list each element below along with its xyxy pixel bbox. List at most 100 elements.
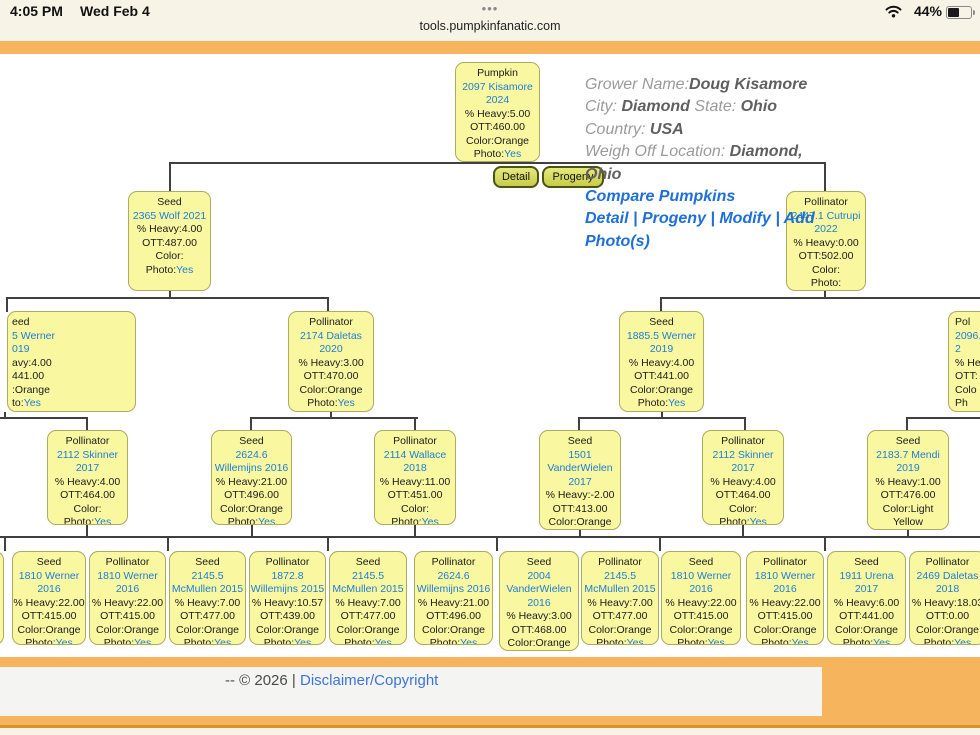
node-link[interactable]: 2016 [689,583,713,595]
node-link[interactable]: 2022 [814,223,838,235]
node-text: Color: [811,263,840,276]
node-link[interactable]: Yes [504,148,522,160]
node-link[interactable]: Yes [749,516,767,525]
detail-button[interactable]: Detail [493,166,539,188]
node-link[interactable]: 2174 Daletas [300,329,362,342]
node-link[interactable]: VanderWielen [506,583,572,595]
node-link[interactable]: 5 Werner [12,329,55,342]
node-link[interactable]: Yes [460,637,478,645]
node-link[interactable]: Willemijns 2016 [214,462,289,474]
node-link[interactable]: Yes [23,397,41,409]
node-link[interactable]: 2365 Wolf 2021 [132,209,207,222]
modify-link[interactable]: Modify [719,210,771,228]
node-link[interactable]: 1810 Werner [670,569,732,582]
node-link[interactable]: 2096. [955,329,980,342]
node-link[interactable]: Yes [707,637,725,645]
node-link[interactable]: 2019 [649,343,674,355]
node-link[interactable]: 1885.5 Werner [626,329,697,342]
node-line: OTT:415.00 [13,610,85,624]
node-link[interactable]: 2114 Wallace [383,448,447,461]
node-link[interactable]: 2112 Skinner [712,448,774,461]
node-link[interactable]: 2145.5 [191,569,224,582]
node-link[interactable]: 2112 Skinner [56,448,119,461]
node-link[interactable]: 2017 [75,462,100,474]
node-link[interactable]: McMullen 2015 [171,583,244,595]
node-link[interactable]: VanderWielen [547,462,613,474]
node-link[interactable]: Yes [337,397,355,409]
node-link[interactable]: 2016 [37,583,61,595]
node-link[interactable]: 1810 Werner [97,569,158,582]
node-link[interactable]: Yes [258,516,276,525]
node-link[interactable]: Yes [55,637,73,645]
node-link[interactable]: 2624.6 [235,448,268,461]
node-link[interactable]: Willemijns 2015 [250,583,325,595]
node-text: Photo: [103,637,135,645]
node-line: Color:Orange [13,624,85,638]
node-link[interactable]: 2016 [115,583,140,595]
disclaimer-copyright-link[interactable]: Disclaimer/Copyright [299,672,439,689]
node-link[interactable]: 2017 [731,462,755,474]
node-link[interactable]: 2145.5 [351,569,385,582]
node-link[interactable]: Yes [626,637,644,645]
node-link[interactable]: 1810 Werner [754,569,816,582]
node-text: OTT:468.00 [511,623,567,636]
node-link[interactable]: 1911 Urena [839,569,894,582]
node-link[interactable]: McMullen 2015 [332,583,404,595]
node-link[interactable]: Yes [294,637,312,645]
node-link[interactable]: Willemijns 2016 [416,583,491,595]
add-photos-link[interactable]: Add Photo(s) [585,210,815,250]
node-link[interactable]: Yes [176,263,194,276]
node-link[interactable]: Yes [791,637,809,645]
node-link[interactable]: Yes [214,637,232,645]
node-line: 2447.1 Cutrupi [787,210,865,224]
node-link[interactable]: 2020 [319,343,343,355]
node-text: OTT:464.00 [715,489,771,501]
node-link[interactable]: 1501 [568,448,592,461]
node-link[interactable]: 2024 [485,94,510,106]
node-link[interactable]: 2018 [935,583,960,595]
node-line: Photo:Yes [582,637,658,645]
detail-link[interactable]: Detail [585,210,629,228]
node-link[interactable]: Yes [374,637,392,645]
compare-pumpkins-link[interactable]: Compare Pumpkins [585,188,736,206]
node-link[interactable]: 1810 Werner [18,569,80,582]
node-link[interactable]: Yes [873,637,891,645]
node-line: OTT:470.00 [289,370,373,384]
node-link[interactable]: 2017 [568,475,592,488]
node-link[interactable]: 2145.5 [603,569,637,582]
node-link[interactable]: Yes [94,516,112,525]
node-link[interactable]: 2004 [527,569,551,582]
node-link[interactable]: Yes [915,530,932,531]
progeny-link[interactable]: Progeny [641,210,706,228]
node-link[interactable]: 2 [955,343,961,355]
connector-line [0,417,88,419]
node-link[interactable]: 2183.7 Mendi [876,448,940,461]
node-link[interactable]: McMullen 2015 [584,583,656,595]
node-link[interactable]: 2624.6 [437,569,470,582]
node-line: % Heavy:10.57 [250,597,325,611]
node-link[interactable]: 1872.8 [271,569,304,582]
node-link[interactable]: 2017 [854,583,879,595]
node-link[interactable]: 2469 Daletas [916,569,979,582]
node-line: Photo:Yes [129,264,210,278]
node-link[interactable]: 2019 [896,462,920,474]
node-line: Pollinator [289,316,373,330]
progeny-button[interactable]: Progeny [542,166,604,188]
node-link[interactable]: Yes [421,516,439,525]
node-link[interactable]: 2018 [403,462,427,474]
node-link[interactable]: Yes [546,651,563,652]
node-link[interactable]: 2016 [773,583,797,595]
address-bar[interactable]: tools.pumpkinfanatic.com [419,19,561,33]
node-link[interactable]: Yes [668,397,686,409]
node-link[interactable]: Yes [587,530,604,531]
node-link[interactable]: 2097 Kisamore [462,80,533,93]
node-link[interactable]: Yes [954,637,972,645]
node-link[interactable]: 2016 [527,596,551,609]
tab-overflow-dots[interactable]: ••• [481,1,499,16]
node-link[interactable]: Yes [134,637,152,645]
node-link[interactable]: 2447.1 Cutrupi [791,209,861,222]
node-link[interactable]: 019 [12,343,30,355]
connector-line [661,412,663,418]
